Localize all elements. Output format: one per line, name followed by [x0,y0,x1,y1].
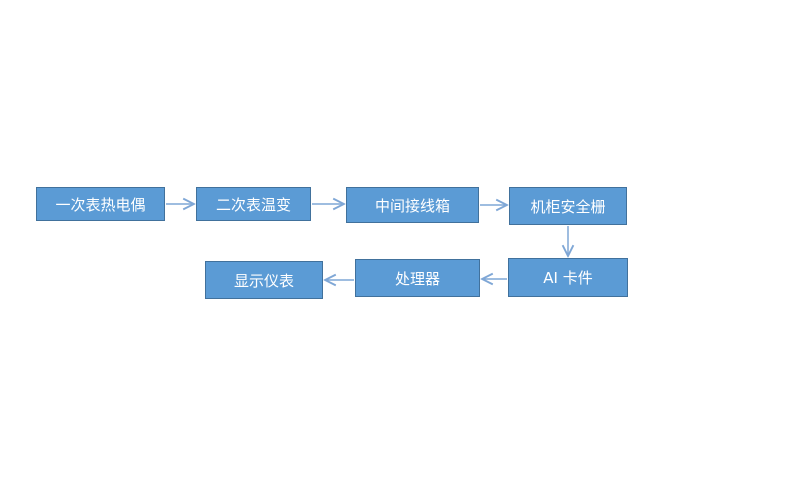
node-thermocouple: 一次表热电偶 [36,187,165,221]
node-ai-card: AI 卡件 [508,258,628,297]
node-junction-box: 中间接线箱 [346,187,479,223]
node-cabinet-barrier: 机柜安全栅 [509,187,627,225]
node-processor: 处理器 [355,259,480,297]
node-display-instrument: 显示仪表 [205,261,323,299]
node-temperature-transmitter: 二次表温变 [196,187,311,221]
